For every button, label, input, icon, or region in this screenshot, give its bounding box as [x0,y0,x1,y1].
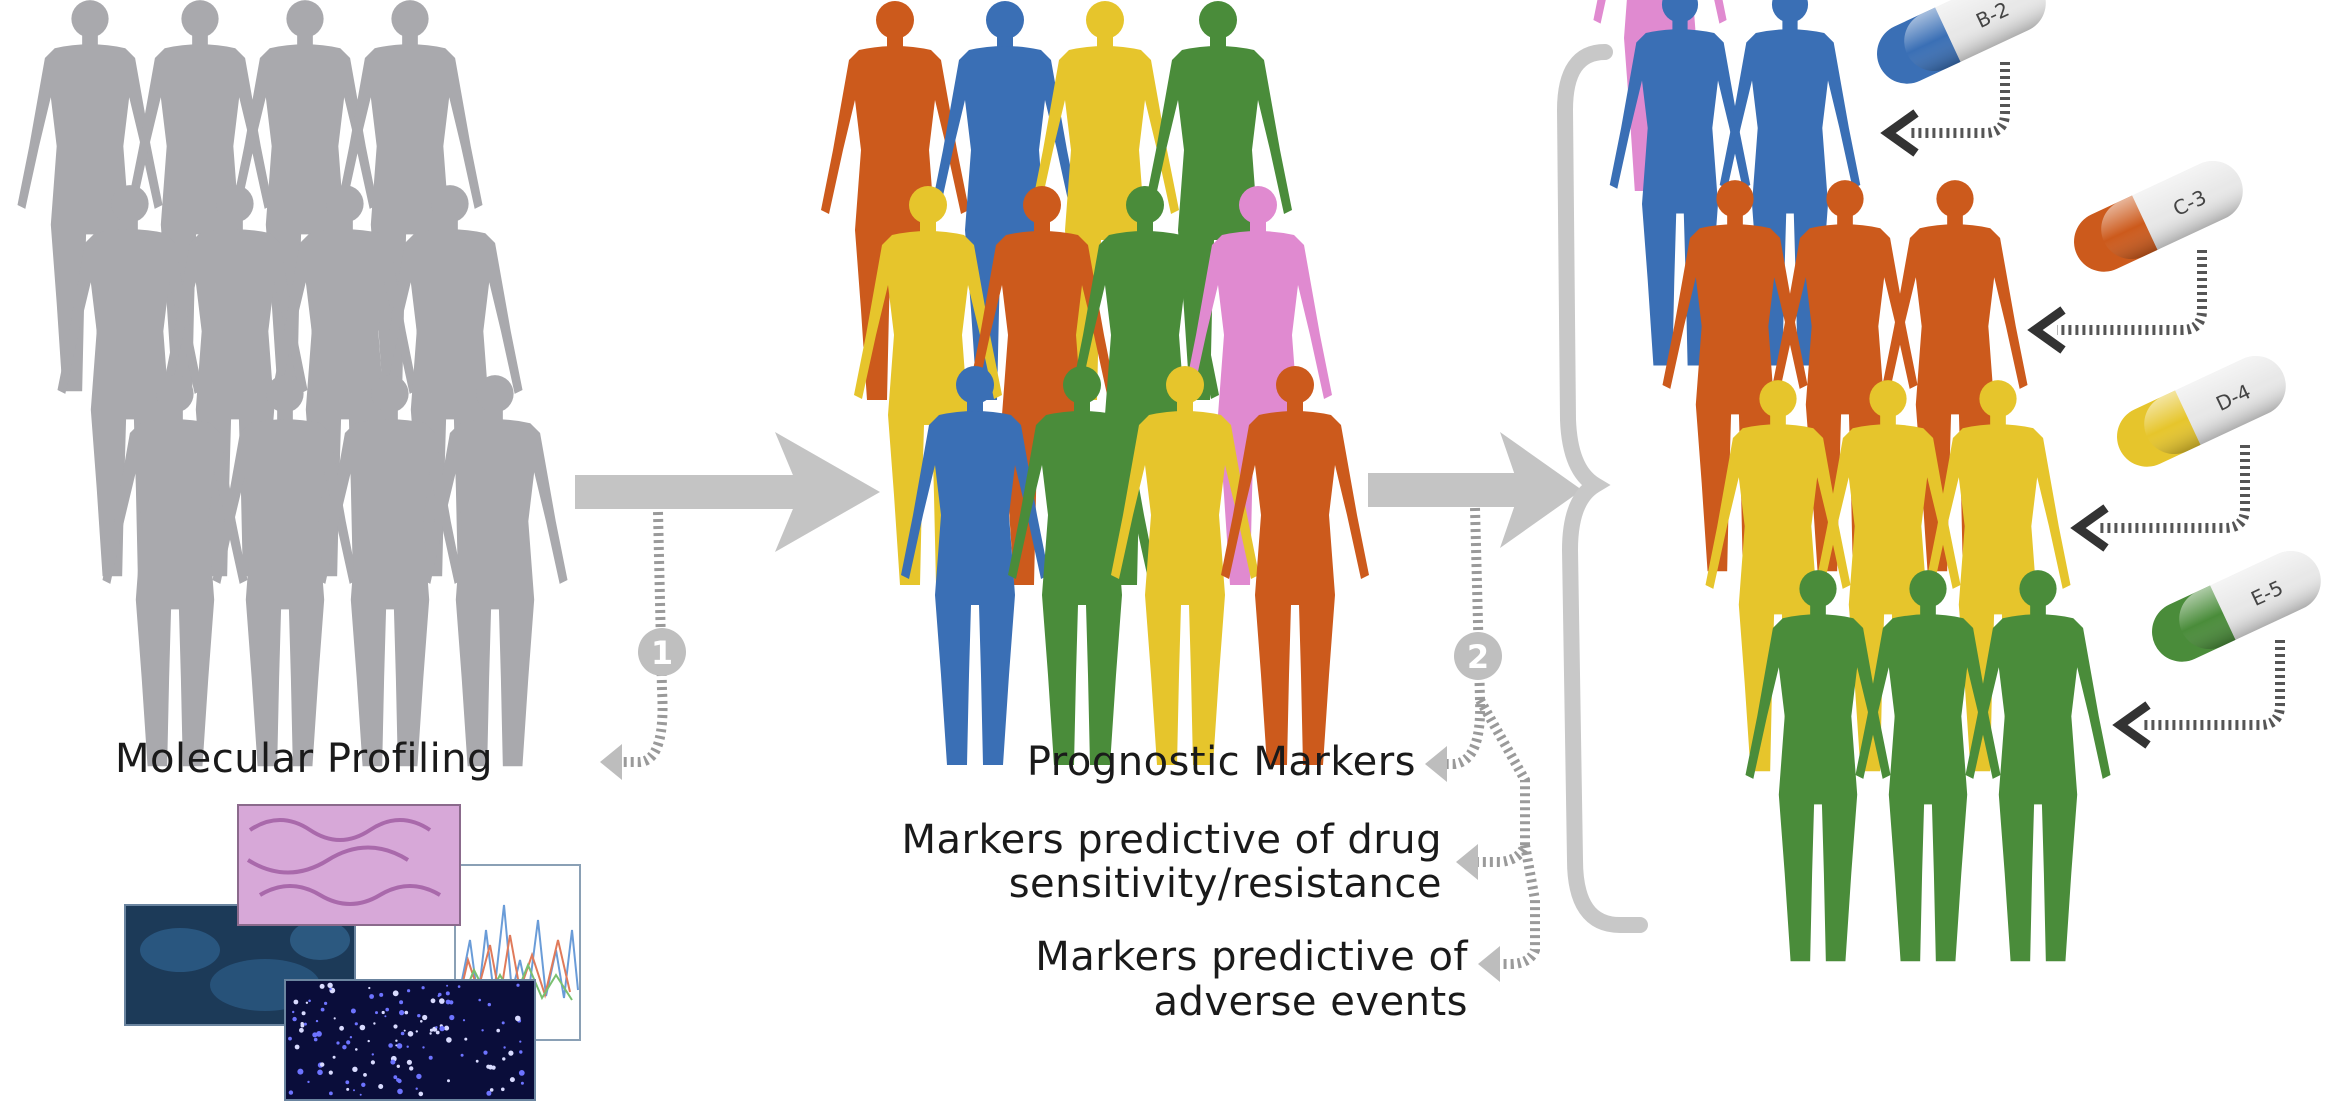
grouping-brace [1556,44,1648,933]
pill-connector-arrowhead [1880,109,1919,157]
step-badge-2-number: 2 [1467,638,1489,676]
connector-2c-arrowhead [1478,946,1500,982]
label-drug-sensitivity-line1: Markers predictive of drug [901,817,1442,863]
label-molecular-profiling: Molecular Profiling [115,736,493,782]
unprofiled-population [17,0,568,767]
step-badge-1-number: 1 [651,634,673,672]
pill: E-5 [2152,550,2321,662]
pill: B-2 [1877,0,2046,84]
label-adverse-events-line2: adverse events [1153,979,1468,1025]
connector-2b-arrowhead [1456,844,1478,880]
connector-2 [1437,507,1540,969]
connector-2a-arrowhead [1425,746,1447,782]
pill-connector [2100,445,2250,533]
pill-connector-arrowhead [2027,306,2066,354]
label-adverse-events-line1: Markers predictive of [1035,934,1468,980]
pill: D-4 [2117,355,2286,467]
treatment-subgroups [1593,0,2111,962]
pill-connector-arrowhead [2112,701,2151,749]
profiling-images [124,804,581,1101]
microarray-image [284,979,536,1101]
arrow-2 [1368,432,1582,548]
arrow-1 [575,432,880,552]
pill-connector [2057,250,2207,335]
step-badge-1: 1 [638,628,686,676]
connector-1 [612,511,668,767]
step-badge-2: 2 [1454,632,1502,680]
connector-1-arrowhead [600,744,622,780]
histology-image [237,804,461,926]
pill: C-3 [2074,160,2243,272]
pill-connector-arrowhead [2070,504,2109,552]
label-drug-sensitivity-line2: sensitivity/resistance [1008,861,1442,907]
pill-connector [1910,62,2010,138]
label-prognostic-markers: Prognostic Markers [1026,739,1416,785]
stratified-population [821,1,1369,765]
drug-pills: B-2C-3D-4E-5 [1877,0,2321,749]
pill-connector [2142,640,2285,730]
